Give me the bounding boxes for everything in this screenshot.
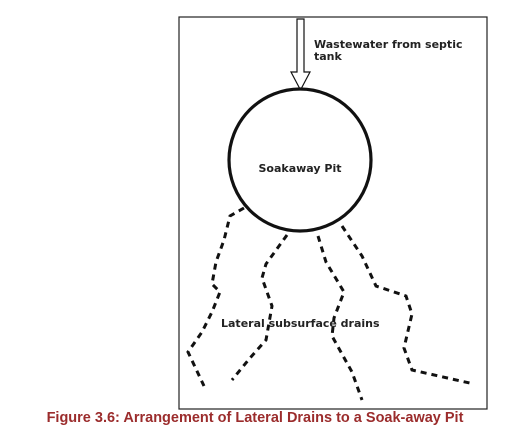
soakaway-pit	[227, 87, 373, 233]
pit-label: Soakaway Pit	[259, 162, 342, 175]
lateral-drain-4	[340, 225, 475, 386]
inflow-label-line2: tank	[314, 50, 343, 63]
inflow-label-line1: Wastewater from septic	[314, 38, 462, 51]
lateral-drain-3	[316, 235, 364, 401]
diagram-frame	[178, 16, 488, 410]
inflow-arrow	[290, 18, 311, 92]
lateral-drain-2	[230, 234, 289, 381]
drains-label: Lateral subsurface drains	[221, 317, 380, 330]
lateral-drain-1	[186, 206, 245, 387]
figure-caption: Figure 3.6: Arrangement of Lateral Drain…	[46, 410, 464, 426]
